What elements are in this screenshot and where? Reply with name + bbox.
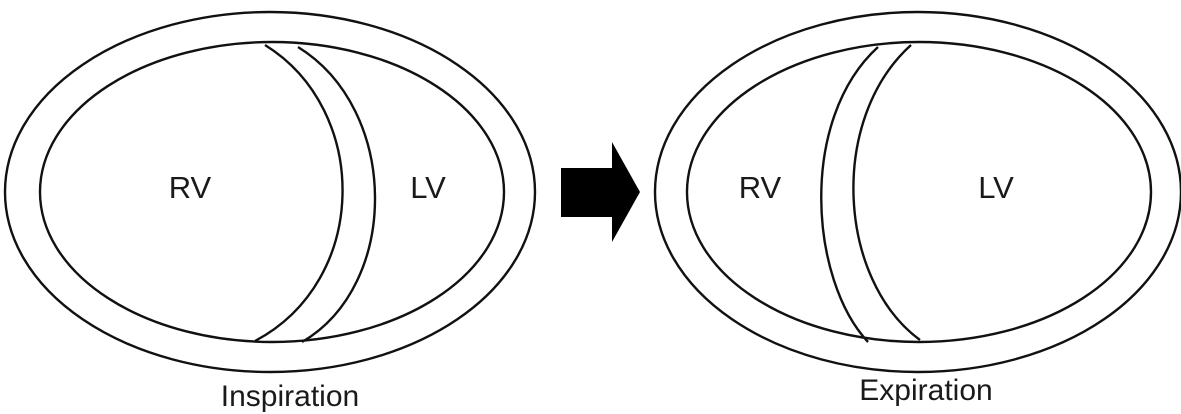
septum-right-edge (297, 45, 377, 344)
expiration-panel: RV LV Expiration (653, 10, 1181, 407)
expiration-caption: Expiration (859, 374, 992, 407)
inspiration-caption: Inspiration (221, 380, 359, 413)
pericardium-outline (653, 10, 1181, 374)
rv-label: RV (739, 170, 782, 205)
lv-label: LV (410, 170, 446, 205)
septum-left-edge (820, 46, 879, 343)
rv-label: RV (169, 170, 212, 205)
inspiration-panel: RV LV Inspiration (3, 10, 537, 413)
septum-right-edge (852, 44, 921, 341)
myocardium-outline (38, 40, 506, 344)
lv-label: LV (978, 170, 1014, 205)
right-arrow-icon (561, 142, 640, 242)
septum-left-edge (254, 43, 344, 343)
pericardium-outline (3, 10, 537, 374)
myocardium-outline (685, 40, 1153, 344)
